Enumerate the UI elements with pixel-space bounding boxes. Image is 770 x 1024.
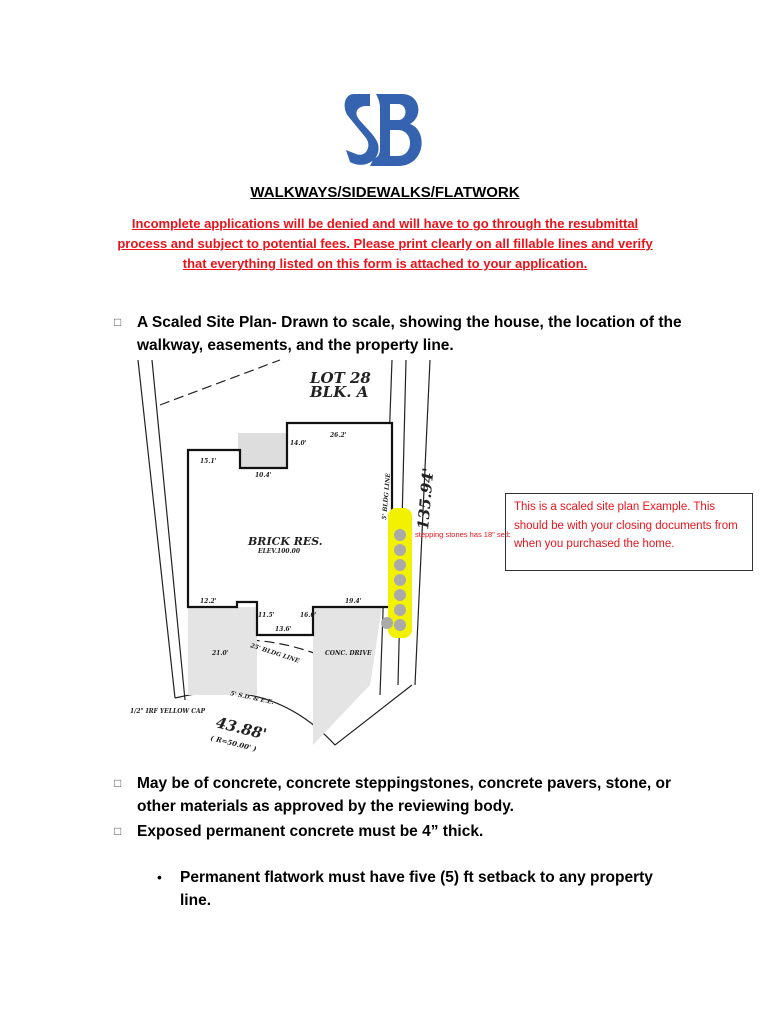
elevation-label: ELEV.100.00 — [257, 548, 301, 555]
dimension: 13.6' — [275, 626, 292, 633]
checkbox-icon[interactable]: □ — [114, 824, 122, 838]
site-plan-callout: This is a scaled site plan Example. This… — [505, 493, 753, 571]
drive-label: CONC. DRIVE — [325, 650, 372, 657]
bullet-setback: • Permanent flatwork must have five (5) … — [157, 866, 680, 912]
checkbox-icon[interactable]: □ — [114, 315, 122, 329]
dimension: 26.2' — [329, 432, 347, 439]
walkway-highlight — [388, 508, 412, 638]
requirement-thickness: □ Exposed permanent concrete must be 4” … — [114, 820, 697, 843]
requirement-text: A Scaled Site Plan- Drawn to scale, show… — [137, 314, 682, 354]
requirement-materials: □ May be of concrete, concrete steppings… — [114, 772, 697, 818]
dimension: 15.1' — [200, 458, 217, 465]
dimension: 11.5' — [258, 612, 275, 619]
house-label: BRICK RES. — [247, 535, 323, 548]
dimension: 10.4' — [255, 472, 272, 479]
requirement-site-plan: □ A Scaled Site Plan- Drawn to scale, sh… — [114, 311, 697, 357]
dimension: 14.0' — [290, 440, 307, 447]
block-label: BLK. A — [309, 383, 368, 401]
lot-label: LOT 28 — [309, 369, 371, 387]
stepping-stones-annotation: stepping stones has 18" setback — [415, 530, 510, 539]
dimension: 12.2' — [200, 598, 217, 605]
requirement-text: Exposed permanent concrete must be 4” th… — [137, 823, 484, 840]
side-bldg-line: 5' BLDG LINE — [381, 472, 392, 520]
page-title: WALKWAYS/SIDEWALKS/FLATWORK — [250, 184, 520, 201]
dimension: 19.4' — [345, 598, 362, 605]
bullet-text: Permanent flatwork must have five (5) ft… — [180, 869, 653, 909]
checkbox-icon[interactable]: □ — [114, 776, 122, 790]
site-plan-drawing: LOT 28 BLK. A BRICK RES. ELEV.100.00 CON… — [130, 359, 510, 753]
dimension: 16.0' — [300, 612, 317, 619]
pin-label: 1/2" IRF YELLOW CAP — [130, 708, 206, 715]
dimension: 21.0' — [211, 650, 229, 657]
sb-logo — [344, 94, 422, 166]
requirement-text: May be of concrete, concrete steppingsto… — [137, 775, 672, 815]
bullet-icon: • — [157, 869, 162, 885]
warning-text: Incomplete applications will be denied a… — [117, 216, 653, 271]
side-dimension: 135.94' — [414, 467, 437, 530]
